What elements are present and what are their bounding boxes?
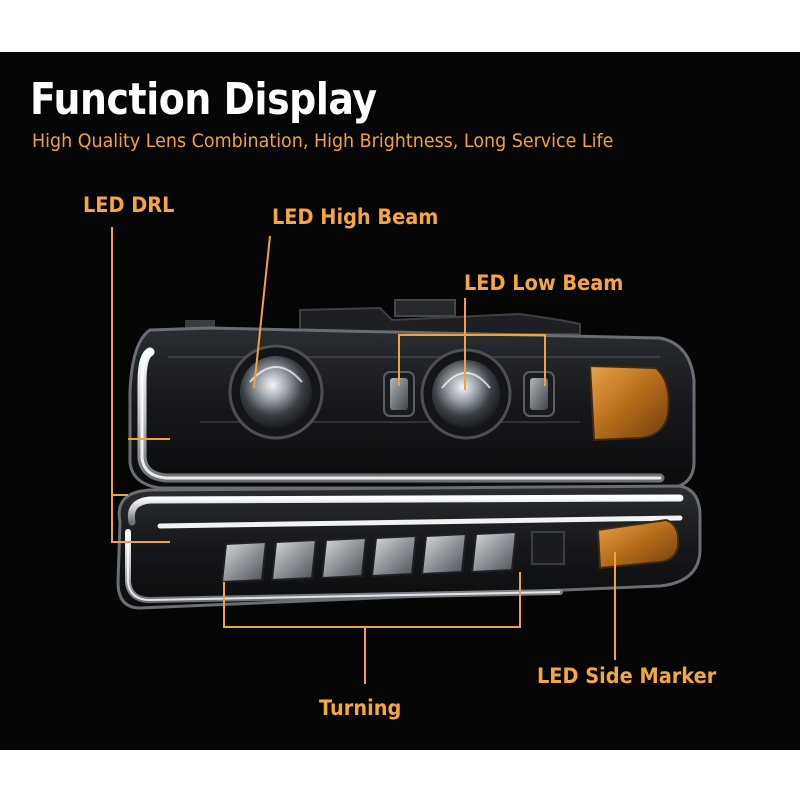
product-infographic: Function Display High Quality Lens Combi… [0,52,800,750]
low-beam-projector [383,348,555,440]
high-beam-projector [228,344,324,440]
callout-led-side-marker: LED Side Marker [537,664,717,688]
callout-led-low-beam: LED Low Beam [464,271,624,295]
high-beam-leader [253,235,271,389]
amber-side-marker-lens [596,518,680,570]
page-title: Function Display [30,74,377,125]
callout-led-drl: LED DRL [83,193,175,217]
amber-corner-lens-upper [588,364,670,442]
page-subtitle: High Quality Lens Combination, High Brig… [32,130,614,152]
callout-turning: Turning [319,696,402,720]
drl-leader-lower [111,495,170,543]
low-beam-bracket [398,334,546,386]
callout-led-high-beam: LED High Beam [272,205,439,229]
turning-bracket [223,572,521,628]
drl-leader [111,227,128,496]
callout-leader-lines [111,227,616,684]
headlight-assembly-illustration [116,299,702,610]
turn-led-cells [220,530,565,584]
